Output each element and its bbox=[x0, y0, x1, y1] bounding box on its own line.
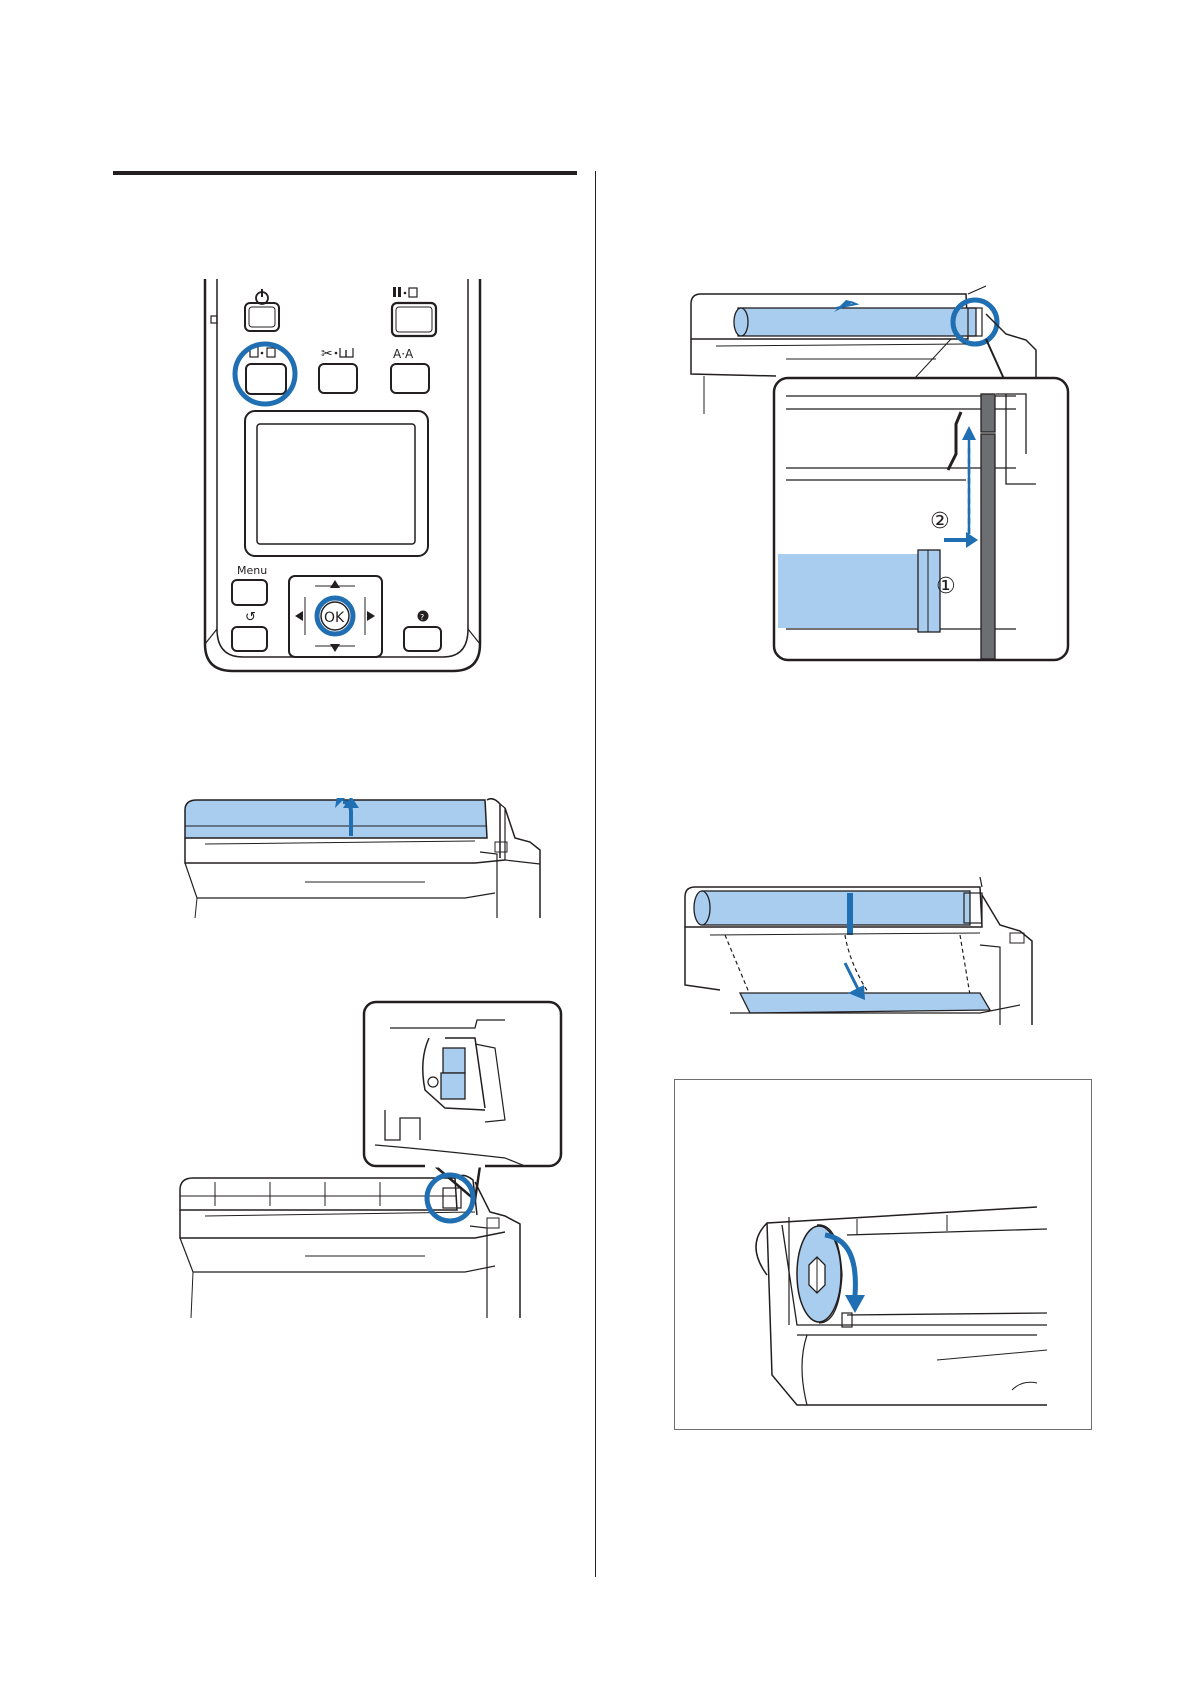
menu-button[interactable] bbox=[232, 580, 267, 605]
rotate-holder-figure bbox=[737, 1195, 1047, 1415]
menu-label: Menu bbox=[237, 564, 267, 577]
lock-lever bbox=[443, 1048, 465, 1073]
step-2-label: ② bbox=[930, 509, 950, 534]
note-box bbox=[674, 1079, 1092, 1430]
arrow-right-icon[interactable] bbox=[367, 611, 375, 621]
arrow-down-icon[interactable] bbox=[330, 644, 340, 652]
roll-paper bbox=[738, 308, 976, 336]
roll-loading-figure: ② ① bbox=[686, 284, 1070, 664]
svg-text:A·A: A·A bbox=[393, 347, 414, 361]
help-button[interactable] bbox=[404, 627, 441, 651]
step-1-label: ① bbox=[936, 574, 956, 599]
cut-feed-icon: ✂ bbox=[321, 346, 353, 362]
roll-holder-lever-figure bbox=[175, 1000, 565, 1318]
back-button[interactable] bbox=[232, 627, 267, 651]
control-panel-figure: ✂ A·A Menu OK ↺ bbox=[203, 279, 482, 673]
column-divider bbox=[595, 171, 596, 1577]
help-icon: ? bbox=[418, 611, 429, 623]
open-roll-cover-figure bbox=[175, 798, 565, 918]
lever-highlight bbox=[427, 1175, 473, 1221]
arrow-left-icon[interactable] bbox=[295, 611, 303, 621]
rotate-arrow-icon bbox=[845, 1295, 865, 1313]
power-icon[interactable] bbox=[256, 289, 268, 304]
svg-text:✂: ✂ bbox=[321, 346, 333, 362]
svg-text:?: ? bbox=[420, 613, 424, 622]
roll-paper bbox=[702, 891, 970, 925]
lcd-screen bbox=[257, 424, 415, 544]
lcd-bezel bbox=[245, 411, 428, 556]
pause-cancel-icon[interactable] bbox=[393, 287, 417, 297]
maintenance-icon: A·A bbox=[393, 347, 414, 361]
back-icon: ↺ bbox=[245, 610, 256, 625]
ok-label: OK bbox=[324, 610, 345, 626]
section-heading-rule bbox=[113, 171, 577, 175]
feed-paper-figure bbox=[680, 875, 1070, 1025]
arrow-up-icon[interactable] bbox=[330, 580, 340, 588]
